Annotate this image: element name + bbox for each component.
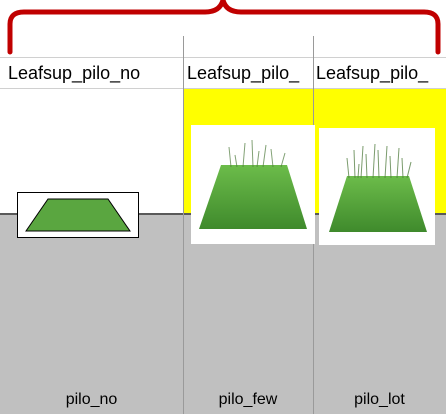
option-label-few: pilo_few [218, 391, 278, 408]
column-header-lot[interactable]: Leafsup_pilo_ [316, 63, 429, 83]
gray-cell-lot [313, 214, 446, 414]
gray-cell-no [0, 214, 183, 414]
grass-many-hairs-icon[interactable] [319, 128, 435, 245]
option-label-lot: pilo_lot [354, 391, 405, 408]
grass-few-hairs-icon[interactable] [191, 125, 315, 244]
column-header-no[interactable]: Leafsup_pilo_no [8, 63, 141, 83]
option-label-no: pilo_no [65, 391, 118, 408]
group-brace [7, 0, 441, 55]
gray-cell-few [183, 214, 313, 414]
grid-line [0, 57, 446, 58]
grid-line [0, 88, 446, 89]
column-header-few[interactable]: Leafsup_pilo_ [187, 63, 300, 83]
column-divider [183, 36, 184, 414]
grass-none-icon[interactable] [17, 192, 139, 238]
